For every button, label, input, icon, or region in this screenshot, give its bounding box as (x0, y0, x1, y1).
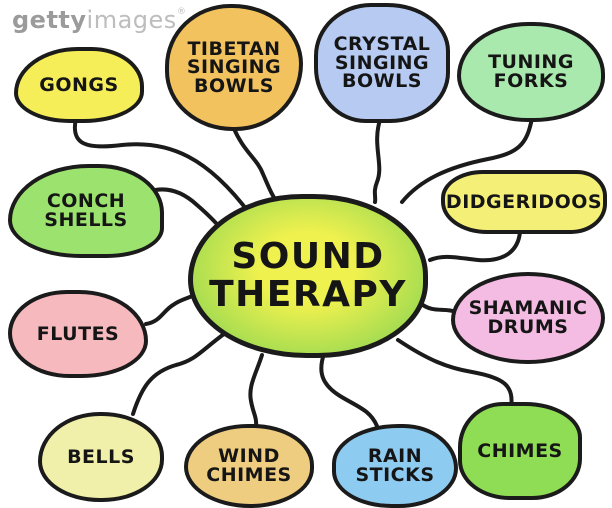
connector-tibetan (230, 122, 283, 210)
node-label: CONCH SHELLS (44, 190, 128, 231)
node-label: FLUTES (36, 322, 120, 345)
node-label: RAIN STICKS (355, 445, 435, 486)
node-didgeridoos: DIDGERIDOOS (441, 170, 607, 234)
node-rain-sticks: RAIN STICKS (332, 424, 458, 508)
connector-crystal (372, 118, 382, 204)
connector-chimes (396, 338, 514, 410)
node-label: BELLS (67, 445, 135, 468)
connector-flutes (144, 291, 199, 326)
node-conch-shells: CONCH SHELLS (8, 164, 164, 258)
node-flutes: FLUTES (8, 290, 148, 378)
node-chimes: CHIMES (458, 402, 582, 500)
watermark-registered-icon: ® (176, 7, 187, 17)
node-label: SHAMANIC DRUMS (468, 297, 588, 338)
node-label: DIDGERIDOOS (445, 190, 603, 213)
watermark: gettyimages® (12, 6, 187, 34)
node-label: CRYSTAL SINGING BOWLS (333, 33, 431, 93)
node-wind-chimes: WIND CHIMES (184, 424, 314, 508)
node-label: WIND CHIMES (206, 445, 292, 486)
node-bells: BELLS (38, 412, 164, 502)
connector-didgeridoos (428, 230, 522, 263)
node-label: TIBETAN SINGING BOWLS (186, 37, 282, 97)
connector-shamanic (418, 301, 458, 314)
node-label: GONGS (39, 73, 119, 96)
node-label: CHIMES (477, 439, 563, 462)
node-tuning-forks: TUNING FORKS (457, 22, 605, 122)
connector-tuning (400, 116, 534, 204)
connector-wind (248, 353, 264, 429)
central-topic-sound-therapy: SOUND THERAPY (188, 194, 428, 358)
node-gongs: GONGS (14, 47, 144, 123)
node-crystal-singing-bowls: CRYSTAL SINGING BOWLS (314, 3, 450, 123)
central-topic-label: SOUND THERAPY (209, 236, 407, 315)
watermark-getty: getty (12, 6, 87, 34)
watermark-images: images (86, 6, 177, 34)
connector-rain (319, 352, 379, 428)
node-label: TUNING FORKS (488, 51, 574, 92)
connector-bells (131, 332, 226, 416)
node-shamanic-drums: SHAMANIC DRUMS (451, 272, 605, 364)
connector-gongs (72, 116, 252, 216)
node-tibetan-singing-bowls: TIBETAN SINGING BOWLS (165, 4, 303, 131)
